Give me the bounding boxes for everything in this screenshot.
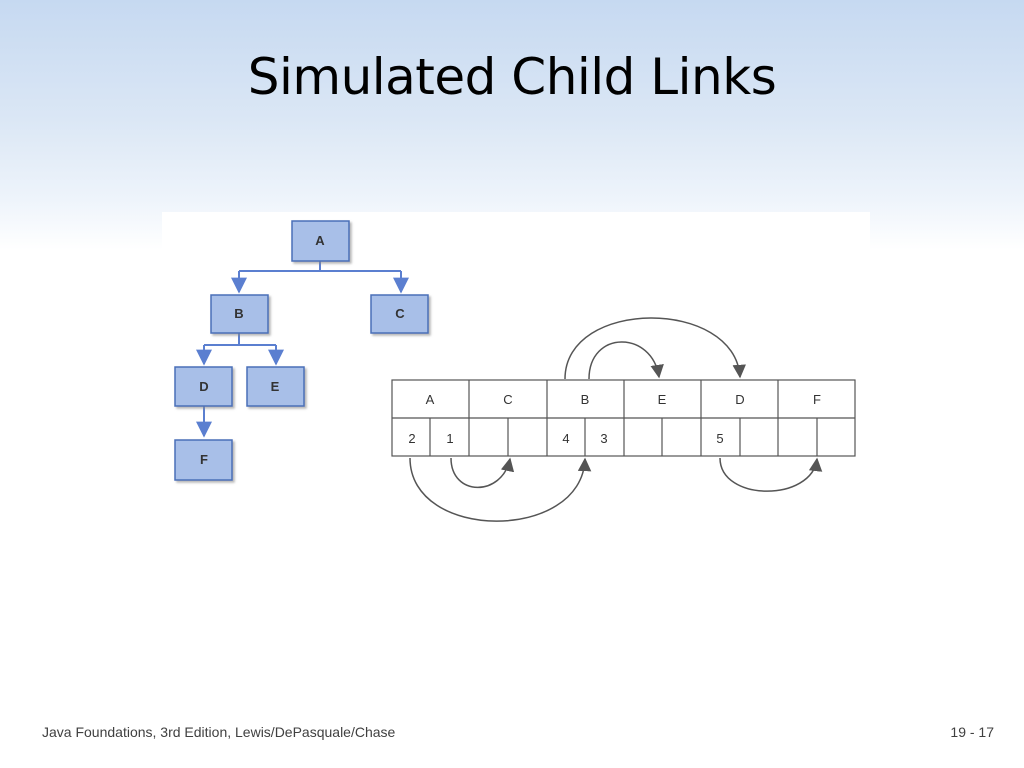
node-label-d: D [199, 379, 208, 394]
figure-panel: A B C D E F [162, 212, 870, 530]
array-cell-name-2: B [581, 392, 590, 407]
slide-title: Simulated Child Links [247, 48, 777, 106]
tree-node-f: F [174, 439, 233, 481]
array-cell-name-4: D [735, 392, 744, 407]
arc-a-to-b [409, 457, 592, 522]
tree-node-d: D [174, 366, 233, 407]
array-link-0-1: 1 [446, 431, 453, 446]
tree-array-diagram: A B C D E F [174, 220, 856, 522]
array-link-2-1: 3 [600, 431, 607, 446]
array-cell-name-3: E [658, 392, 667, 407]
array-grid [391, 379, 856, 457]
array-link-0-0: 2 [408, 431, 415, 446]
tree-node-a: A [291, 220, 350, 262]
node-label-e: E [271, 379, 280, 394]
tree-edges [196, 261, 409, 438]
node-label-c: C [395, 306, 405, 321]
array-cell-name-0: A [426, 392, 435, 407]
array-link-2-0: 4 [562, 431, 569, 446]
node-label-b: B [234, 306, 243, 321]
tree-node-b: B [210, 294, 269, 334]
footer-citation: Java Foundations, 3rd Edition, Lewis/DeP… [42, 724, 396, 740]
arc-a-to-c [450, 457, 515, 489]
array-link-4-0: 5 [716, 431, 723, 446]
tree-node-e: E [246, 366, 305, 407]
node-label-f: F [200, 452, 208, 467]
node-label-a: A [315, 233, 325, 248]
array-cell-name-5: F [813, 392, 821, 407]
tree-node-c: C [370, 294, 429, 334]
page-number: 19 - 17 [950, 724, 994, 740]
arc-b-to-e [588, 341, 664, 380]
arc-d-to-f [719, 457, 823, 492]
arc-b-to-d [564, 317, 746, 380]
array-cell-name-1: C [503, 392, 512, 407]
